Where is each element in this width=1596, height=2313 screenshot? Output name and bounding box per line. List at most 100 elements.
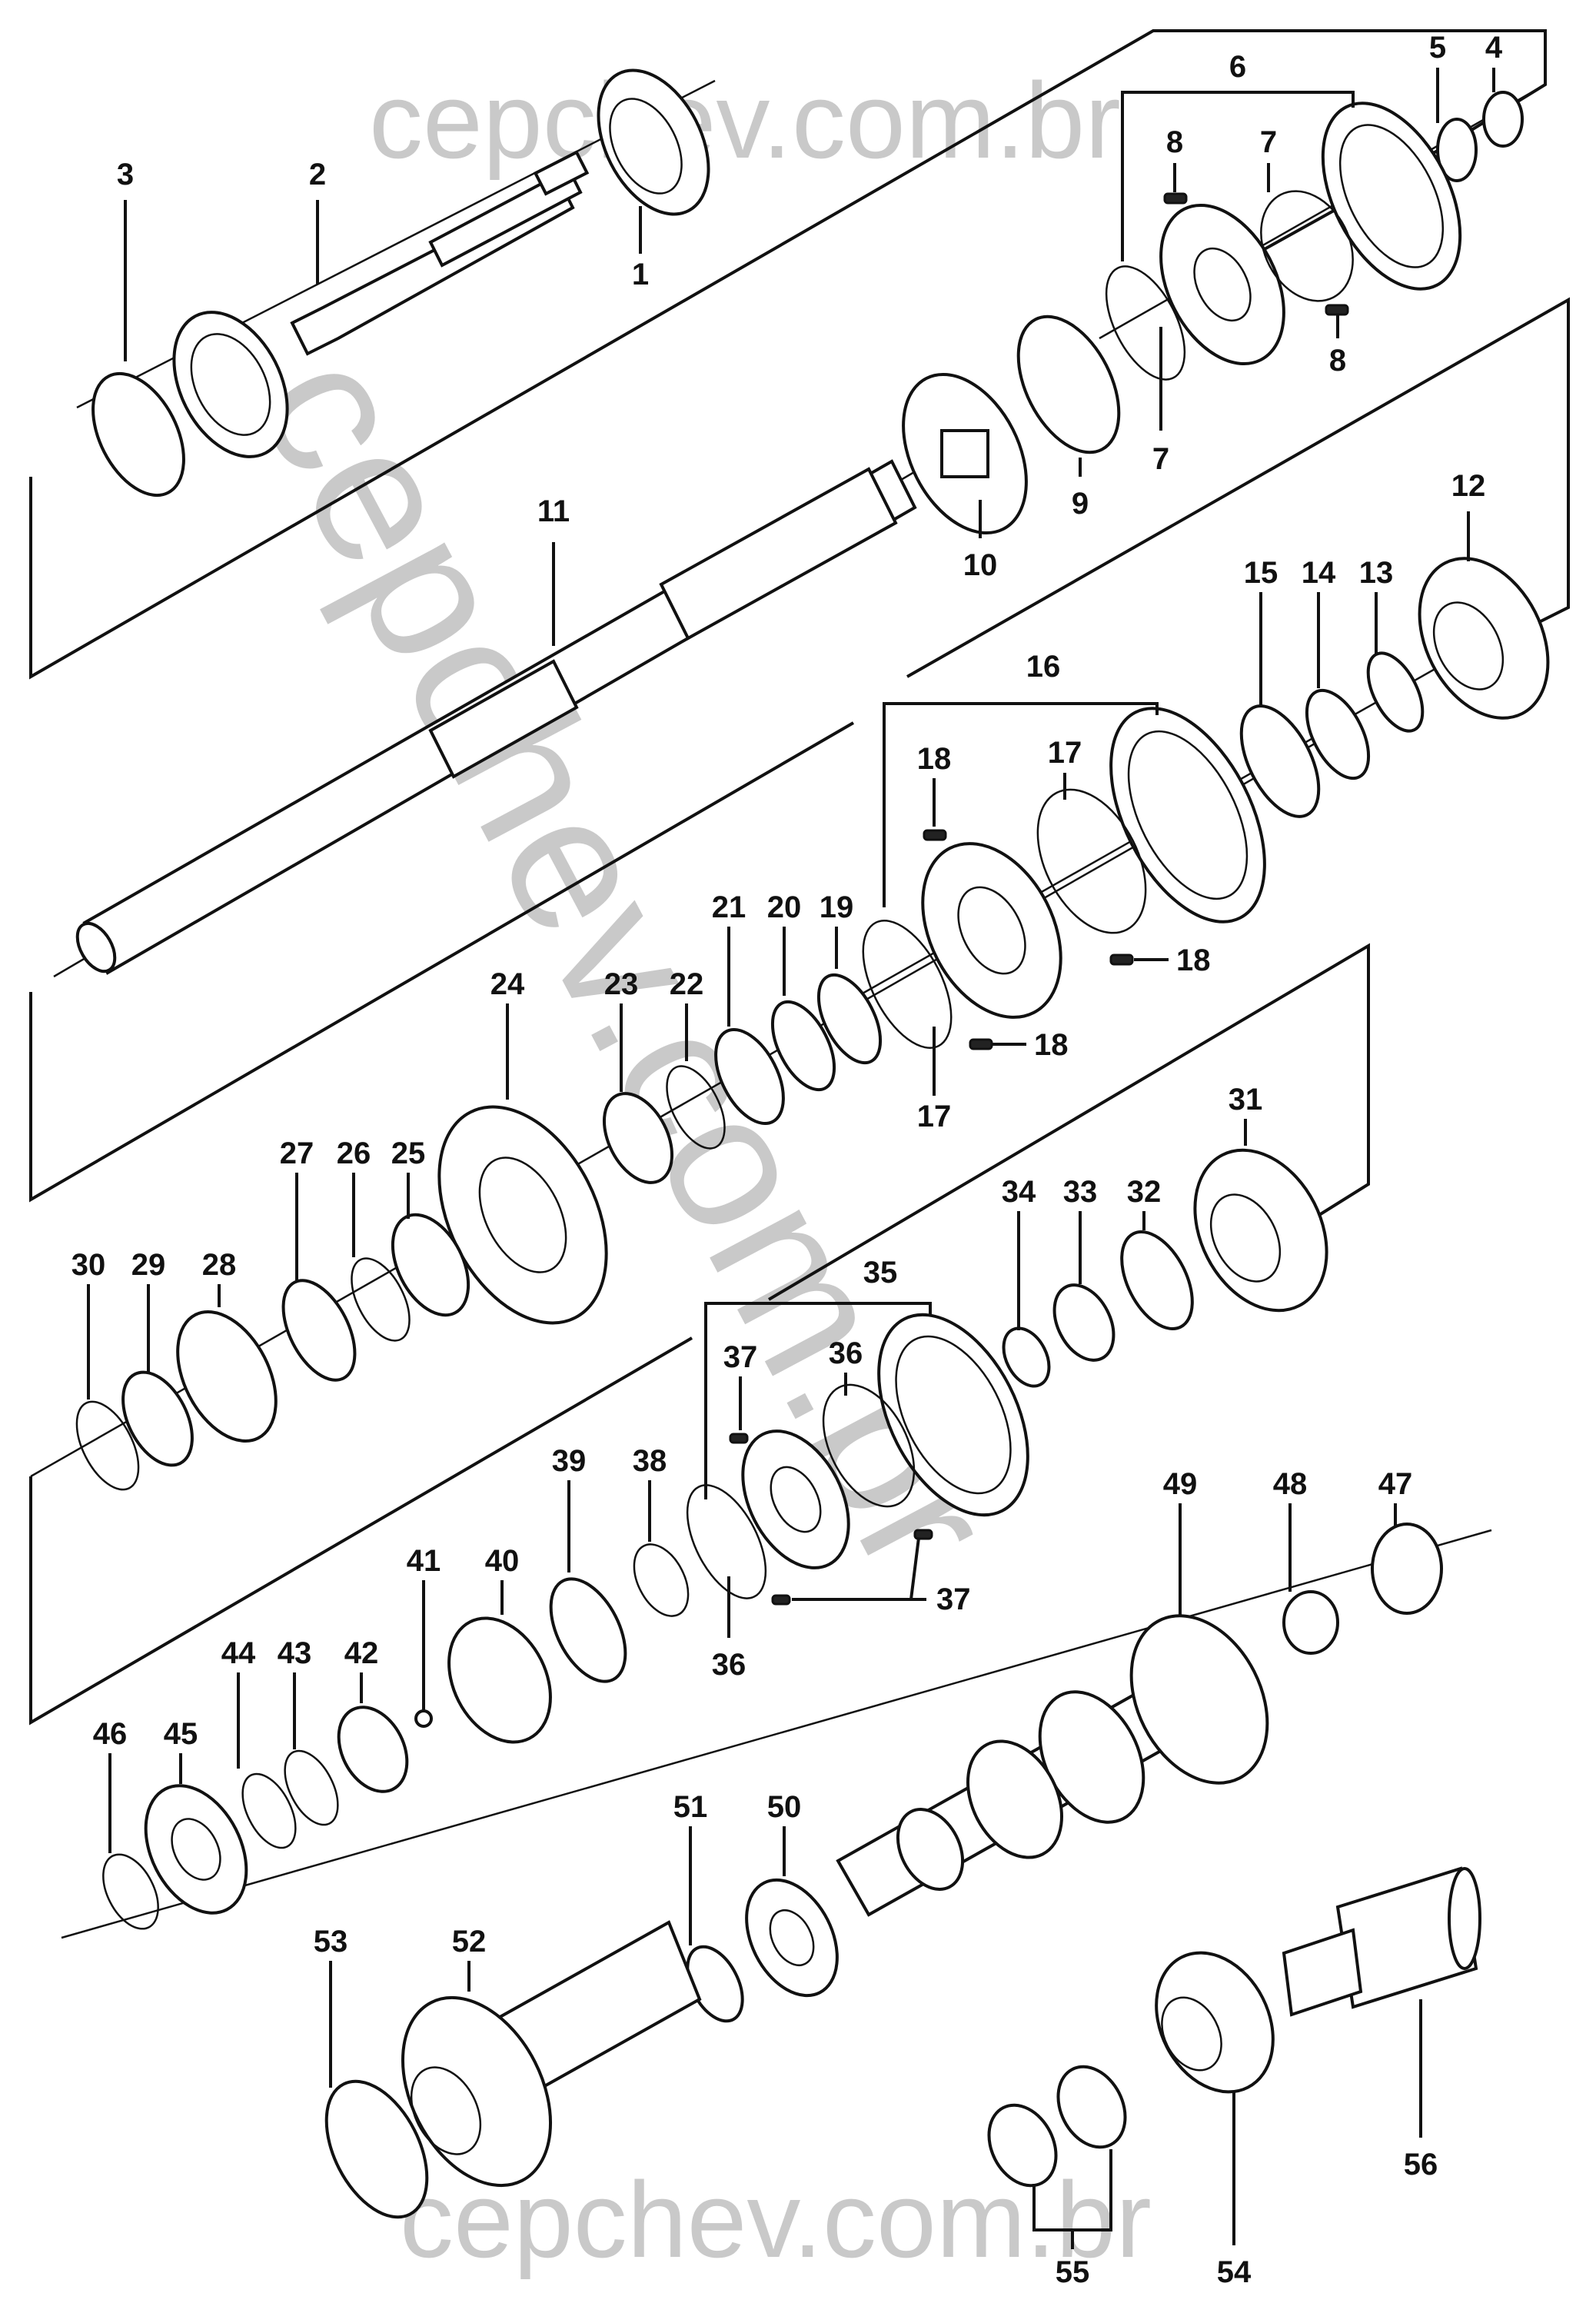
key-part-18-a	[923, 829, 947, 841]
bearing-part-21	[714, 1027, 785, 1126]
callout-28: 28	[202, 1248, 237, 1282]
bushing-part-48	[1282, 1590, 1339, 1655]
ball-part-41	[414, 1709, 433, 1728]
snap-ring-part-46	[102, 1853, 159, 1930]
callout-43: 43	[278, 1636, 312, 1670]
callout-46: 46	[93, 1717, 128, 1751]
bearing-part-4	[1482, 91, 1524, 148]
bearing-part-28	[176, 1310, 278, 1443]
snap-ring-part-38	[633, 1543, 690, 1617]
callout-15: 15	[1244, 556, 1278, 590]
main-shaft-part	[75, 459, 917, 975]
callout-12: 12	[1451, 469, 1486, 503]
spring-part-7-upper	[1260, 190, 1354, 302]
bearing-part-42	[337, 1706, 409, 1793]
callout-49: 49	[1163, 1467, 1198, 1501]
gear-shaft-part-52	[401, 1920, 702, 2188]
callout-45: 45	[164, 1717, 198, 1751]
callout-20: 20	[767, 890, 802, 924]
bearing-part-1	[597, 68, 710, 216]
callout-18-b: 18	[1176, 944, 1211, 977]
callout-14: 14	[1302, 556, 1336, 590]
bearing-part-13	[1366, 651, 1425, 733]
bearing-part-47	[1371, 1523, 1443, 1615]
snap-ring-part-43	[284, 1749, 339, 1826]
sleeve-part-35	[877, 1313, 1029, 1517]
key-part-8-lower	[1325, 304, 1349, 316]
callout-22: 22	[670, 967, 704, 1001]
ring-part-14	[1305, 688, 1371, 780]
leader-6	[1121, 91, 1355, 261]
input-shaft-part	[172, 150, 590, 458]
boundary-group-2-left	[29, 721, 855, 1203]
leader-lines	[87, 68, 1495, 2249]
callout-2: 2	[309, 158, 326, 191]
ring-part-32	[1120, 1230, 1194, 1330]
gear-part-54	[1155, 1951, 1275, 2094]
spring-part-17-lower	[862, 919, 953, 1050]
callout-5: 5	[1429, 31, 1446, 65]
callout-10: 10	[963, 548, 998, 582]
ring-part-3	[91, 371, 185, 498]
bearing-part-45	[144, 1784, 248, 1915]
snap-ring-part-26	[351, 1257, 411, 1342]
callout-23: 23	[604, 967, 639, 1001]
gear-part-12	[1418, 557, 1550, 720]
callout-40: 40	[485, 1544, 520, 1578]
axis-countershaft	[61, 1529, 1492, 1939]
callout-51: 51	[673, 1790, 708, 1824]
callout-24: 24	[490, 967, 525, 1001]
parts	[75, 68, 1550, 2219]
callout-19: 19	[820, 890, 854, 924]
callout-31: 31	[1229, 1083, 1263, 1117]
bearing-part-50	[745, 1878, 839, 1998]
callout-27: 27	[280, 1137, 314, 1170]
callout-37-b: 37	[936, 1582, 971, 1616]
hub-part-6	[1159, 203, 1285, 366]
callout-47: 47	[1378, 1467, 1413, 1501]
callout-3: 3	[117, 158, 134, 191]
ring-part-29	[121, 1370, 194, 1467]
callout-32: 32	[1127, 1175, 1162, 1209]
sleeve-part-6	[1321, 102, 1462, 291]
countershaft-part-49	[836, 1614, 1269, 1917]
callout-7-lower: 7	[1152, 442, 1169, 476]
spring-part-36-upper	[822, 1383, 916, 1508]
callout-4: 4	[1485, 31, 1503, 65]
callout-labels: 1 2 3 4 5 6 7 7 8 8 9 10 11 12 13 14 15 …	[71, 31, 1503, 2289]
callout-54: 54	[1217, 2255, 1252, 2289]
key-part-18-c	[969, 1038, 993, 1050]
bearing-part-25	[391, 1213, 470, 1317]
callout-26: 26	[337, 1137, 371, 1170]
spring-part-17-upper	[1036, 788, 1147, 934]
callout-17-lower: 17	[917, 1100, 952, 1133]
callout-21: 21	[712, 890, 746, 924]
callout-34: 34	[1002, 1175, 1036, 1209]
hub-part-16	[921, 842, 1062, 1019]
callout-44: 44	[221, 1636, 256, 1670]
ring-part-19	[816, 973, 883, 1065]
callout-36-upper: 36	[829, 1336, 863, 1370]
ring-part-34	[1002, 1326, 1051, 1388]
snap-ring-part-44	[241, 1772, 297, 1849]
boundary-group-3-right	[767, 943, 1370, 1301]
callout-18-a: 18	[917, 742, 952, 776]
hub-part-35	[741, 1429, 850, 1569]
ring-part-27	[281, 1279, 357, 1382]
callout-41: 41	[407, 1544, 441, 1578]
callout-56: 56	[1404, 2148, 1438, 2182]
ring-part-39	[549, 1577, 627, 1683]
snap-ring-part-30	[75, 1400, 140, 1491]
callout-11: 11	[537, 494, 570, 528]
callout-35: 35	[863, 1256, 898, 1290]
bearing-part-33	[1052, 1283, 1116, 1362]
watermark-top: cepchev.com.br	[369, 60, 1121, 181]
spring-part-36-lower	[686, 1484, 767, 1599]
leader-35	[704, 1302, 932, 1499]
key-part-37-b	[913, 1529, 933, 1540]
callout-30: 30	[71, 1248, 106, 1282]
key-part-37-a	[729, 1433, 749, 1444]
sleeve-part-16	[1109, 707, 1266, 924]
bearing-part-55-b	[987, 2103, 1058, 2188]
